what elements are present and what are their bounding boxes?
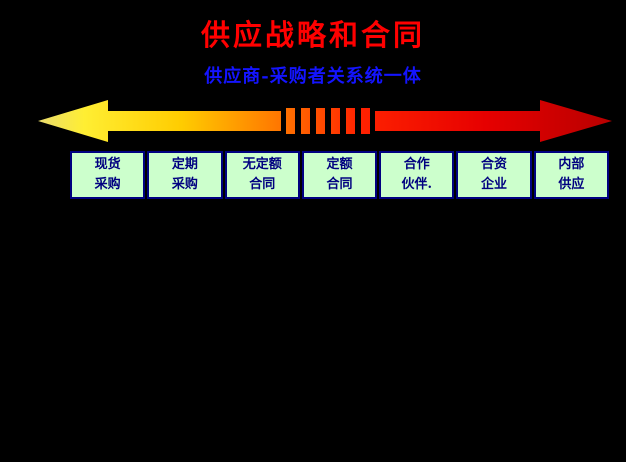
strategy-box-joint-venture: 合资 企业 (456, 151, 532, 199)
strategy-box-spot-purchasing: 现货 采购 (70, 151, 146, 199)
box-label-line2: 企业 (481, 177, 508, 193)
strategy-box-row: 现货 采购 定期 采购 无定额 合同 定额 合同 合作 伙伴. 合资 企业 内部… (70, 151, 609, 199)
slide-subtitle: 供应商-采购者关系统一体 (204, 66, 422, 87)
strategy-box-periodic-purchasing: 定期 采购 (147, 151, 223, 199)
continuum-double-arrow (38, 100, 612, 142)
strategy-box-cooperative-partner: 合作 伙伴. (379, 151, 455, 199)
box-label-line2: 合同 (249, 177, 276, 193)
strategy-box-internal-supply: 内部 供应 (533, 151, 609, 199)
arrow-dash-gap (281, 103, 375, 139)
box-label-line1: 现货 (94, 157, 121, 172)
box-label-line2: 采购 (94, 177, 121, 193)
box-label-line1: 定额 (326, 157, 353, 172)
box-label-line1: 无定额 (242, 157, 282, 172)
box-label-line1: 合资 (481, 157, 508, 172)
box-label-line2: 采购 (171, 177, 198, 193)
box-label-line1: 定期 (171, 157, 198, 172)
strategy-box-non-quota-contract: 无定额 合同 (224, 151, 300, 199)
box-label-line2: 供应 (558, 177, 585, 193)
box-label-line2: 合同 (326, 177, 353, 193)
arrow-dash-segments (286, 108, 370, 134)
box-label-line2: 伙伴. (401, 177, 433, 193)
box-label-line1: 内部 (558, 157, 585, 172)
strategy-box-quota-contract: 定额 合同 (301, 151, 378, 199)
box-label-line1: 合作 (403, 157, 430, 172)
page-title: 供应战略和合同 (200, 18, 425, 52)
